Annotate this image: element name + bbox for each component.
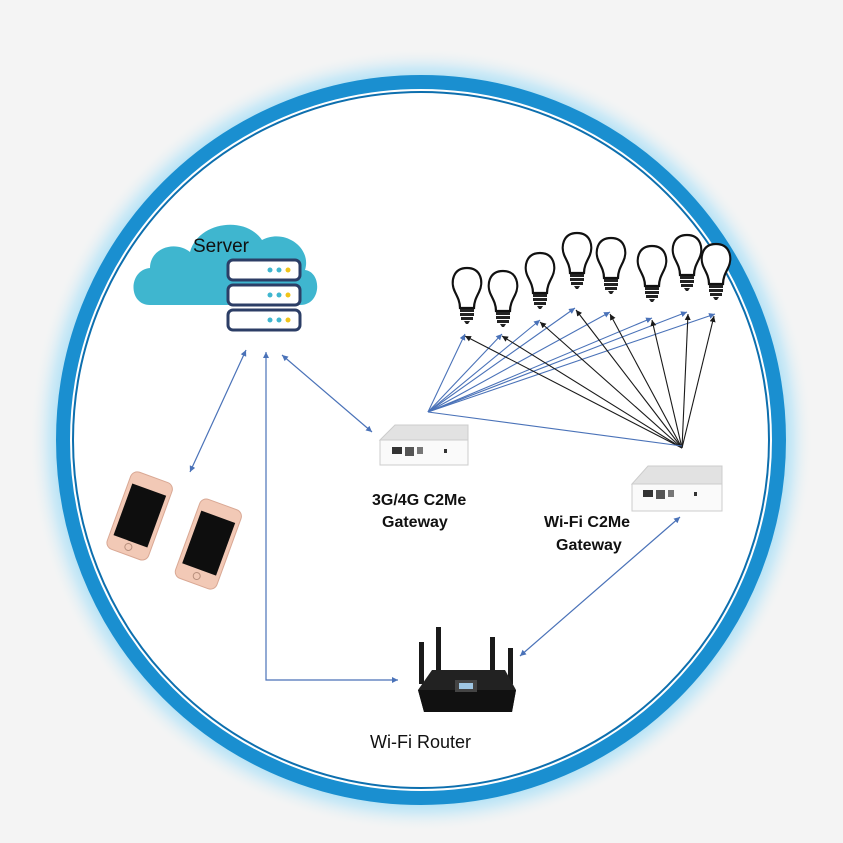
phone-icon [174,498,242,590]
server-icon [226,258,302,332]
gateway-3g4g-label-line1: 3G/4G C2Me [372,492,466,509]
router-icon [418,627,516,712]
gateway-3g4g-icon [378,424,469,466]
gateway-wifi-label-line2: Gateway [556,537,622,554]
gateway-wifi-icon [630,465,723,512]
gateway-wifi-label-line1: Wi-Fi C2Me [544,514,630,531]
ring-inner [72,91,770,789]
links-wifi-gateway-bulbs [427,309,716,449]
server-links [189,349,681,683]
links-3g-gateway-bulbs [427,307,716,413]
router-label: Wi-Fi Router [370,732,471,752]
server-label: Server [193,236,250,257]
phone-icon [106,471,173,561]
server-leds [267,267,291,323]
gateway-3g4g-label-line2: Gateway [382,514,448,531]
